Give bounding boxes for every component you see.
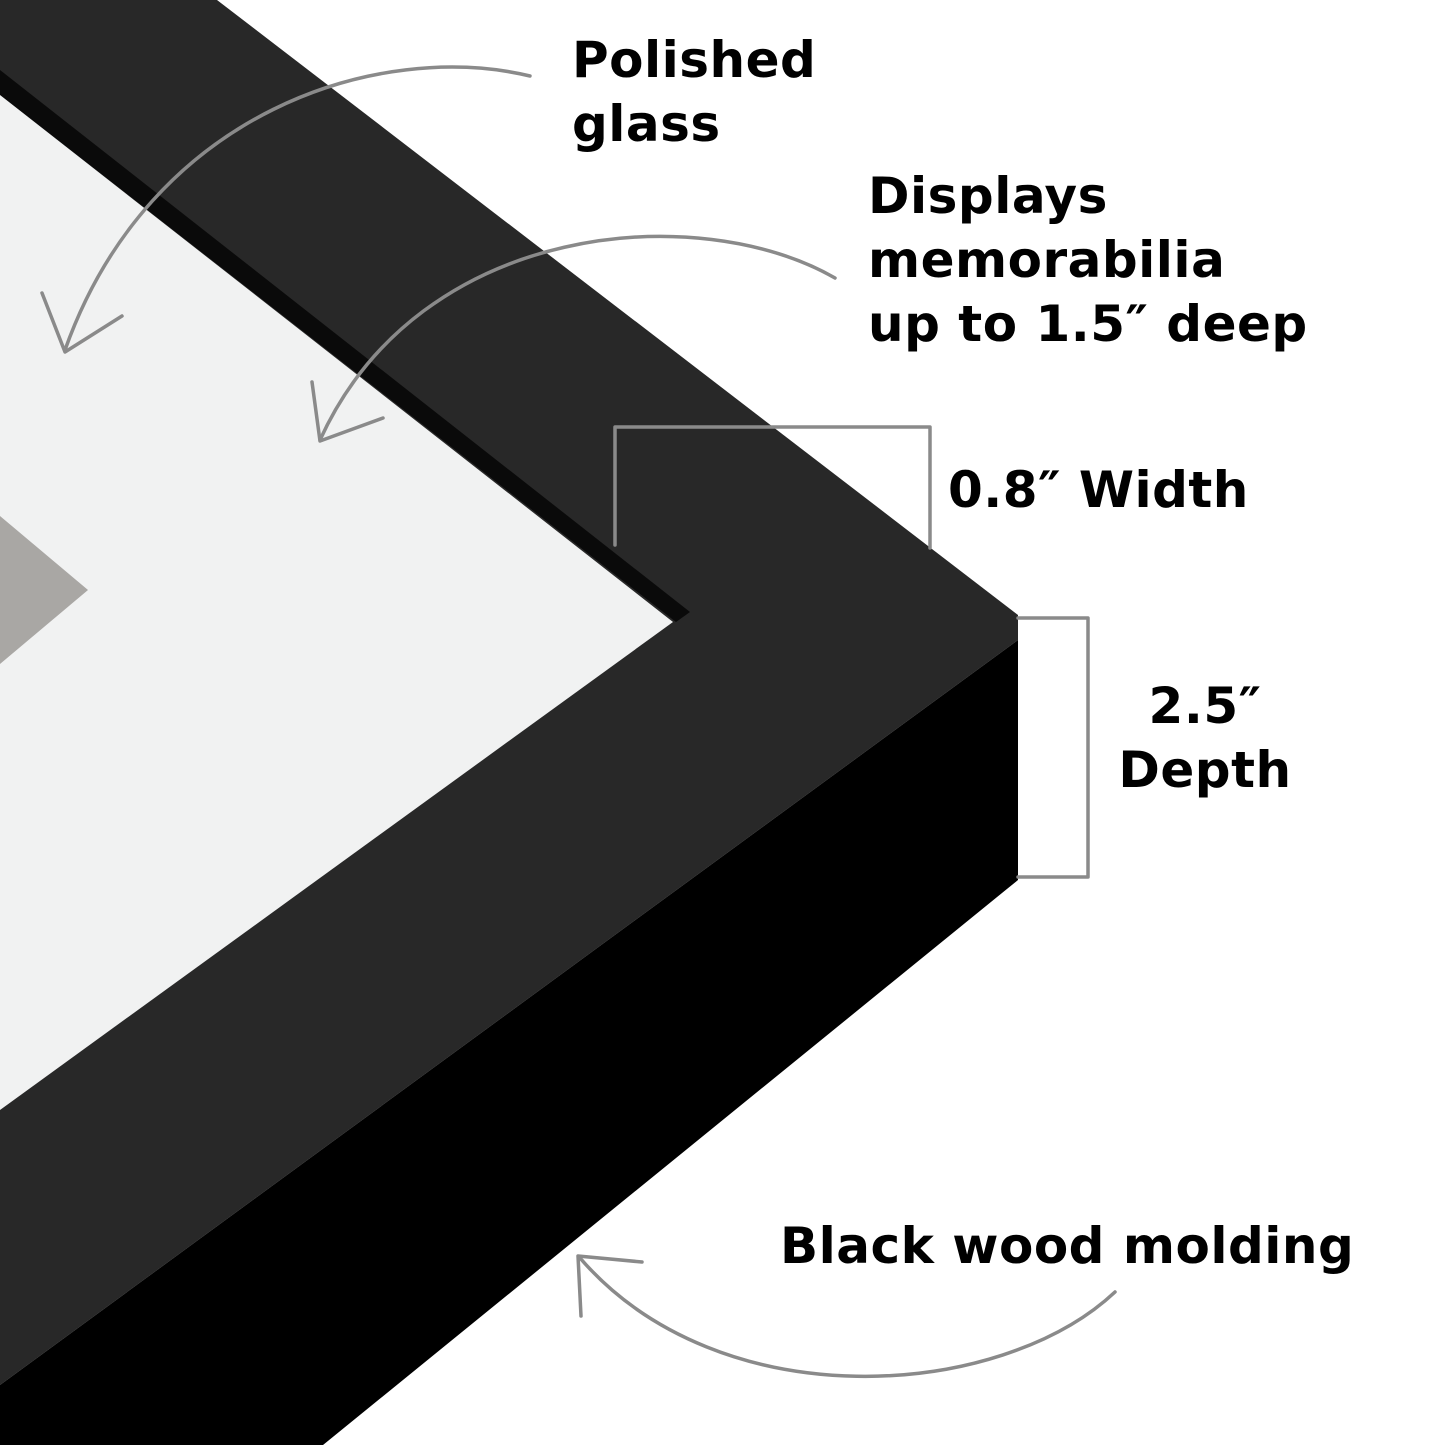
- molding-callout-arrow: [578, 1256, 1117, 1378]
- mat-board: [0, 95, 673, 1110]
- depth-capacity-label-line: up to 1.5″ deep: [868, 295, 1308, 353]
- glass-label-line: glass: [572, 95, 721, 153]
- molding-arrowhead-icon: [576, 1254, 644, 1318]
- glass-edge-shadow: [0, 70, 690, 622]
- glass-label-line: Polished: [572, 31, 817, 89]
- glass-callout-arrow: [63, 65, 532, 352]
- width-bracket: [613, 425, 932, 550]
- glass-arrowhead-icon: [40, 291, 124, 354]
- depth-label: 2.5″ Depth: [1110, 674, 1300, 802]
- frame-side-face: [0, 615, 1018, 1445]
- memorabilia-backing: [0, 516, 88, 664]
- molding-label: Black wood molding: [780, 1217, 1355, 1275]
- depth-label-line: 2.5″: [1148, 677, 1262, 735]
- depth-capacity-arrowhead-icon: [310, 380, 385, 443]
- depth-capacity-label-line: memorabilia: [868, 231, 1226, 289]
- depth-bracket: [1016, 616, 1090, 879]
- width-label: 0.8″ Width: [948, 461, 1249, 519]
- depth-label-line: Depth: [1118, 741, 1292, 799]
- depth-capacity-label: Displays memorabilia up to 1.5″ deep: [868, 164, 1308, 356]
- glass-label: Polished glass: [572, 28, 816, 156]
- depth-capacity-label-line: Displays: [868, 167, 1108, 225]
- depth-capacity-arrow: [318, 234, 837, 442]
